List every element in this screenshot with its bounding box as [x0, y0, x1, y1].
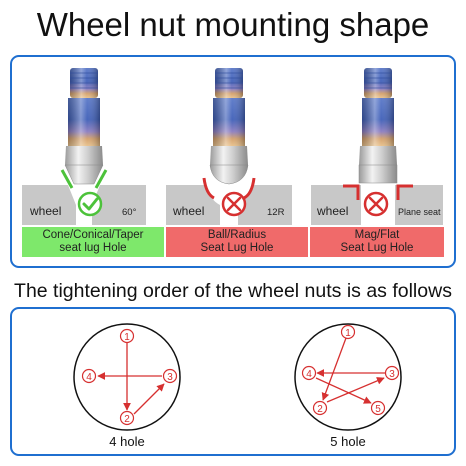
four-hole-label: 4 hole: [109, 434, 145, 449]
check-icon: [77, 191, 103, 217]
caption-line: Ball/Radius: [207, 229, 267, 241]
angle-label-2: 12R: [267, 207, 285, 218]
caption-line: Cone/Conical/Taper: [42, 229, 144, 241]
caption-line: Mag/Flat: [354, 229, 400, 241]
caption-line: Seat Lug Hole: [340, 242, 414, 254]
lug-nut-flat: [358, 68, 398, 184]
bolt-marker: 4: [301, 365, 317, 381]
wheel-block-ball: [166, 177, 292, 225]
caption-flat: Mag/Flat Seat Lug Hole: [310, 227, 444, 257]
wheel-label-1: wheel: [29, 204, 61, 218]
caption-cone: Cone/Conical/Taper seat lug Hole: [22, 227, 164, 257]
bolt-marker: 1: [119, 328, 135, 344]
bolt-marker: 2: [312, 400, 328, 416]
tightening-order-heading: The tightening order of the wheel nuts i…: [14, 280, 452, 302]
bolt-number: 3: [167, 372, 173, 383]
cross-mark-icon: [368, 196, 384, 212]
wheel-label-3: wheel: [316, 204, 348, 218]
bolt-marker: 3: [384, 365, 400, 381]
wheel-block-cone: [22, 169, 146, 225]
bolt-number: 4: [86, 372, 92, 383]
caption-line: seat lug Hole: [59, 242, 127, 254]
angle-label-1: 60°: [122, 207, 137, 218]
bolt-number: 2: [124, 414, 130, 425]
wheel-block-flat: [311, 184, 443, 225]
angle-label-3: Plane seat: [398, 207, 441, 217]
bolt-marker: 5: [370, 400, 386, 416]
wheel-label-2: wheel: [172, 204, 204, 218]
check-mark-icon: [82, 197, 99, 211]
five-hole-label: 5 hole: [330, 434, 366, 449]
bolt-marker: 3: [162, 368, 178, 384]
bolt-marker: 4: [81, 368, 97, 384]
bolt-number: 1: [124, 332, 130, 343]
caption-line: Seat Lug Hole: [200, 242, 274, 254]
bolt-number: 4: [306, 369, 312, 380]
caption-ball: Ball/Radius Seat Lug Hole: [166, 227, 308, 257]
bolt-number: 5: [375, 404, 381, 415]
cross-mark-icon: [226, 196, 242, 212]
lug-nut-cone: [64, 68, 104, 185]
five-hole-pattern: 1 2 3 4 5: [294, 323, 402, 431]
page-title: Wheel nut mounting shape: [36, 6, 430, 43]
bolt-marker: 1: [340, 324, 356, 340]
bolt-number: 3: [389, 369, 395, 380]
bolt-number: 2: [317, 404, 323, 415]
four-hole-pattern: 1 2 3 4: [73, 323, 181, 431]
lug-nut-ball: [209, 68, 249, 185]
bolt-number: 1: [345, 328, 351, 339]
bolt-marker: 2: [119, 410, 135, 426]
